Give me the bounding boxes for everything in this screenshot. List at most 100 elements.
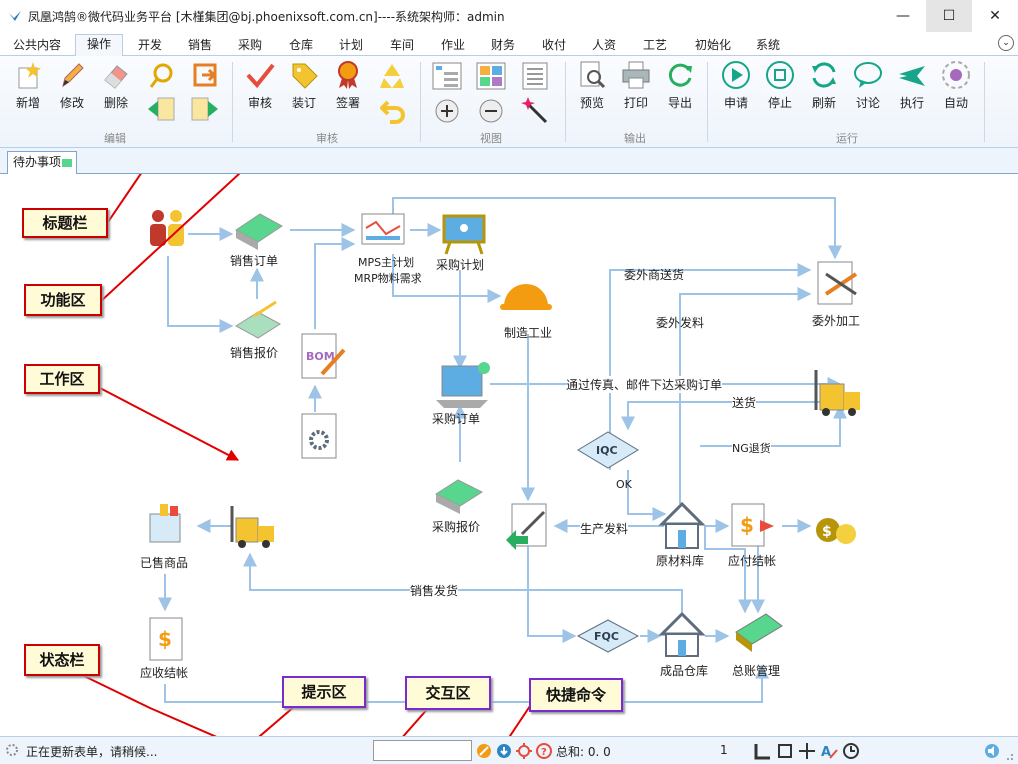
tab-todo[interactable]: 待办事项	[7, 151, 77, 174]
corner-snap-icon[interactable]	[754, 742, 772, 760]
label-purchase-quote[interactable]: 采购报价	[432, 520, 481, 534]
tab-system[interactable]: 系统	[755, 38, 780, 52]
square-select-icon[interactable]	[776, 742, 794, 760]
review-button[interactable]: 审核	[238, 60, 282, 111]
tab-public[interactable]: 公共内容	[12, 38, 61, 52]
label-outsource-process[interactable]: 委外加工	[812, 314, 861, 328]
crosshair-icon[interactable]	[798, 742, 816, 760]
raw-warehouse-house-icon	[658, 501, 706, 549]
stop-button[interactable]: 停止	[758, 60, 802, 111]
tab-job[interactable]: 作业	[440, 38, 465, 52]
tab-operation[interactable]: 操作	[75, 34, 123, 57]
svg-text:A: A	[821, 745, 831, 760]
purchase-order-computer-icon	[436, 362, 490, 408]
mps-chart-icon	[361, 213, 405, 245]
label-raw-warehouse[interactable]: 原材料库	[656, 554, 705, 568]
ribbon-toolbar: 新增 修改 删除 编辑 审核 装订 签署 审核 视图 预览 打印	[0, 56, 1018, 148]
callout-interaction-area: 交互区	[405, 676, 491, 710]
ribbon-separator	[707, 62, 708, 142]
grid-view-icon[interactable]	[476, 62, 506, 90]
label-outsource-delivery: 委外商送货	[624, 268, 685, 282]
label-ledger[interactable]: 总账管理	[732, 664, 781, 678]
label-fqc[interactable]: FQC	[594, 630, 619, 643]
zoom-out-icon[interactable]	[478, 98, 504, 124]
maximize-button[interactable]: ☐	[926, 0, 972, 32]
label-sales-order[interactable]: 销售订单	[230, 254, 279, 268]
close-button[interactable]: ✕	[989, 8, 1001, 24]
tab-finance[interactable]: 财务	[490, 38, 515, 52]
tab-purchase[interactable]: 采购	[237, 38, 262, 52]
help-icon[interactable]: ?	[536, 743, 552, 759]
label-finished-warehouse[interactable]: 成品仓库	[660, 664, 709, 678]
refresh-icon	[812, 62, 836, 88]
recycle-icon[interactable]	[378, 62, 406, 90]
label-sales-quote[interactable]: 销售报价	[230, 346, 279, 360]
label-purchase-plan[interactable]: 采购计划	[436, 258, 485, 272]
download-icon[interactable]	[496, 743, 512, 759]
label-production-issue: 生产发料	[580, 520, 629, 537]
svg-text:?: ?	[541, 747, 547, 758]
list-view-icon[interactable]	[522, 62, 548, 90]
compass-icon[interactable]	[476, 743, 492, 759]
export-button[interactable]: 导出	[658, 60, 702, 111]
auto-button[interactable]: 自动	[934, 60, 978, 111]
zoom-in-icon[interactable]	[434, 98, 460, 124]
label-iqc[interactable]: IQC	[596, 444, 618, 457]
resize-grip-icon[interactable]	[1004, 749, 1014, 761]
label-fax-email: 通过传真、邮件下达采购订单	[566, 376, 723, 393]
tab-process[interactable]: 工艺	[642, 38, 667, 52]
discuss-button[interactable]: 讨论	[846, 60, 890, 111]
label-purchase-order[interactable]: 采购订单	[432, 412, 481, 426]
label-receivable[interactable]: 应收结帐	[140, 666, 189, 680]
tab-plan[interactable]: 计划	[338, 38, 363, 52]
target-icon[interactable]	[516, 743, 532, 759]
magic-wand-icon[interactable]	[520, 96, 550, 126]
payable-invoice-icon: $	[731, 503, 774, 547]
svg-text:$: $	[740, 513, 754, 537]
tab-hr[interactable]: 人资	[591, 38, 616, 52]
minimize-button[interactable]: —	[896, 8, 910, 24]
tree-view-icon[interactable]	[432, 62, 462, 90]
label-sold-goods[interactable]: 已售商品	[140, 556, 189, 570]
sound-icon[interactable]	[984, 743, 1000, 759]
new-button[interactable]: 新增	[6, 60, 50, 111]
previous-record-icon[interactable]	[146, 96, 176, 122]
interaction-input[interactable]	[373, 740, 472, 761]
tab-sales[interactable]: 销售	[187, 38, 212, 52]
clock-icon[interactable]	[842, 742, 860, 760]
tab-init[interactable]: 初始化	[694, 38, 731, 52]
bom-document-icon: BOM	[301, 333, 346, 379]
search-key-icon[interactable]	[148, 62, 176, 90]
sign-button[interactable]: 签署	[326, 60, 370, 111]
callout-work-area: 工作区	[24, 364, 100, 394]
iqc-diamond	[577, 431, 639, 469]
ribbon-separator	[984, 62, 985, 142]
label-payable[interactable]: 应付结帐	[728, 554, 777, 568]
tab-warehouse[interactable]: 仓库	[288, 38, 313, 52]
next-record-icon[interactable]	[190, 96, 220, 122]
undo-icon[interactable]	[380, 98, 406, 124]
refresh-button[interactable]: 刷新	[802, 60, 846, 111]
delete-button[interactable]: 删除	[94, 60, 138, 111]
modify-button[interactable]: 修改	[50, 60, 94, 111]
bind-button[interactable]: 装订	[282, 60, 326, 111]
phoenix-logo-icon	[9, 11, 21, 21]
label-mrp[interactable]: MRP物料需求	[354, 272, 422, 285]
label-mps[interactable]: MPS主计划	[358, 256, 415, 269]
label-manufacturing[interactable]: 制造工业	[504, 326, 553, 340]
tab-workshop[interactable]: 车间	[389, 38, 414, 52]
print-button[interactable]: 打印	[614, 60, 658, 111]
title-bar: 凤凰鸿鹄®微代码业务平台 [木槿集团@bj.phoenixsoft.com.cn…	[0, 0, 1018, 32]
tab-payment[interactable]: 收付	[541, 38, 566, 52]
tab-develop[interactable]: 开发	[137, 38, 162, 52]
jump-icon[interactable]	[192, 62, 218, 88]
checkmark-icon	[246, 63, 275, 89]
text-style-icon[interactable]: A	[820, 742, 838, 760]
execute-button[interactable]: 执行	[890, 60, 934, 111]
group-review-label: 审核	[316, 132, 338, 145]
expand-ribbon-icon[interactable]: ⌄	[998, 35, 1014, 51]
apply-button[interactable]: 申请	[714, 60, 758, 111]
callout-status-bar: 状态栏	[24, 644, 100, 676]
outsource-process-icon	[817, 261, 858, 305]
preview-button[interactable]: 预览	[570, 60, 614, 111]
